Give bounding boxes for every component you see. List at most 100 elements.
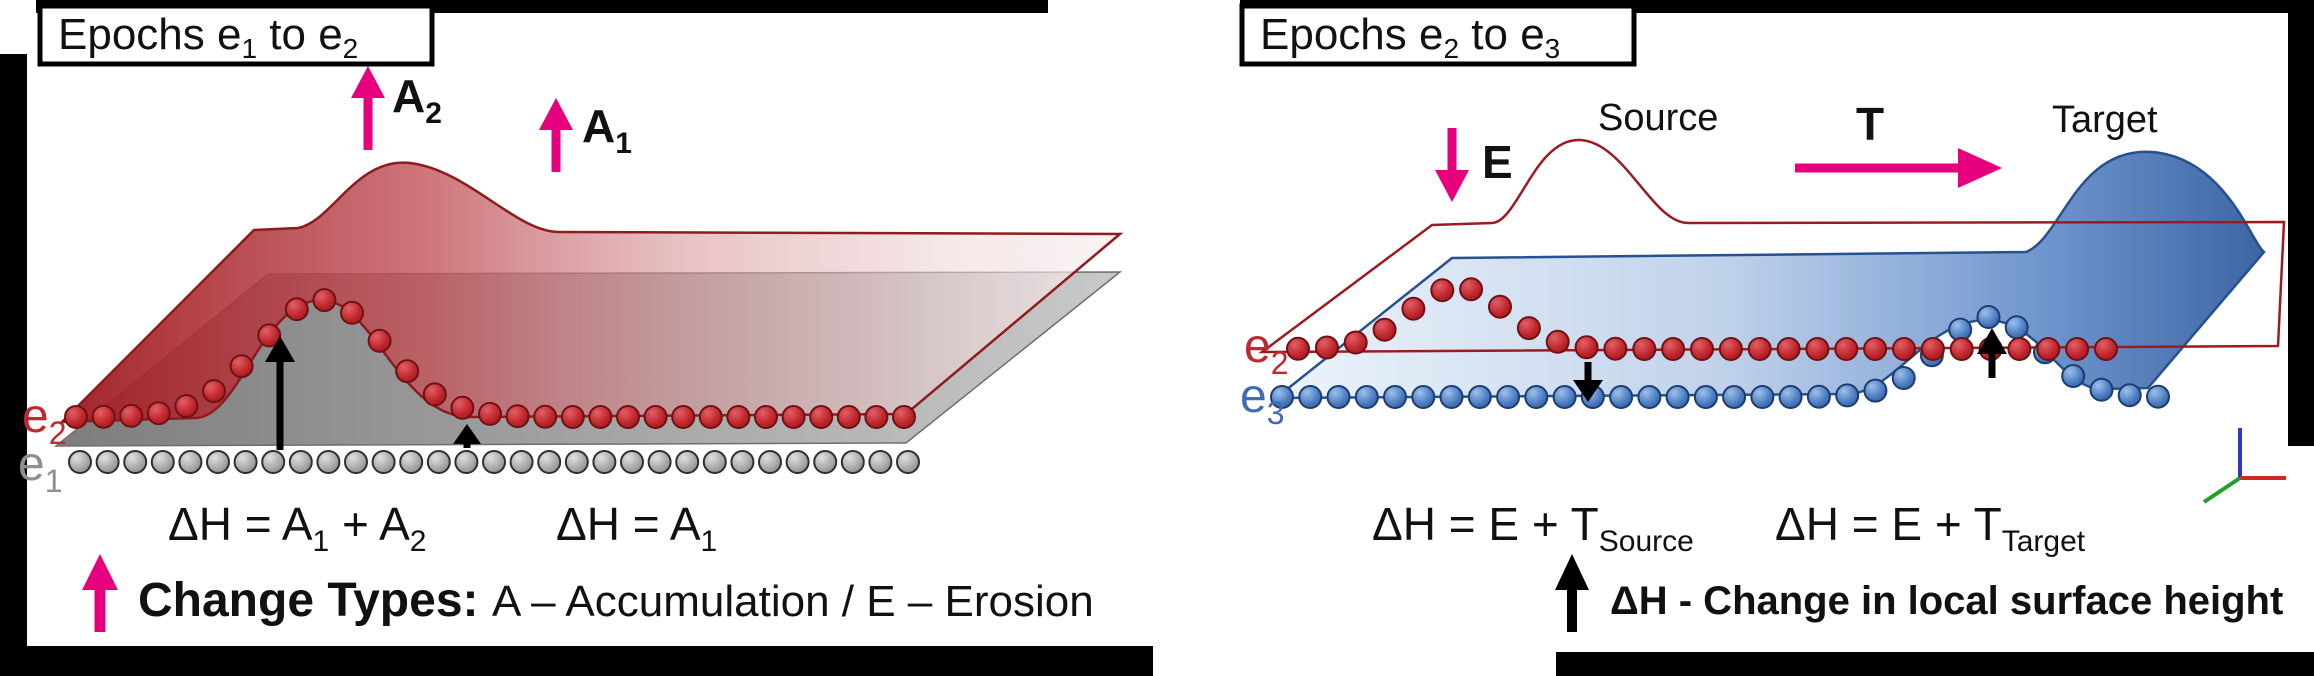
surface-point — [1976, 305, 2001, 329]
legend-change-types-text: A – Accumulation / E – Erosion — [492, 577, 1094, 626]
surface-point — [450, 395, 475, 420]
surface-point — [1806, 384, 1831, 409]
e2-point-row-left — [64, 288, 916, 429]
surface-point — [340, 300, 364, 325]
erosion-label: E — [1482, 136, 1513, 188]
surface-point — [1776, 337, 1801, 361]
surface-point — [2089, 377, 2114, 402]
transport-arrow — [1795, 148, 2002, 188]
surface-point — [174, 394, 199, 419]
surface-point — [1411, 385, 1436, 409]
surface-point — [533, 404, 558, 429]
surface-point — [2061, 364, 2086, 388]
surface-point — [229, 354, 254, 379]
a2-label: A2 — [392, 70, 442, 130]
surface-point — [399, 450, 424, 474]
surface-point — [1949, 337, 1974, 361]
formula-dh-a1: ΔH = A1 — [556, 498, 717, 558]
surface-point — [620, 450, 644, 474]
surface-point — [588, 405, 613, 429]
surface-point — [64, 405, 88, 429]
surface-point — [564, 450, 589, 474]
surface-point — [123, 450, 148, 474]
surface-point — [1439, 385, 1464, 409]
surface-point — [1372, 317, 1397, 342]
surface-point — [1298, 385, 1323, 409]
surface-point — [426, 450, 451, 474]
surface-point — [316, 450, 341, 474]
surface-point — [671, 405, 696, 429]
surface-point — [1891, 366, 1916, 390]
surface-point — [1516, 316, 1541, 341]
surface-point — [1693, 385, 1718, 409]
surface-point — [233, 450, 258, 474]
surface-point — [726, 405, 751, 429]
frame-left-bar — [0, 54, 27, 646]
title-box-right: Epochs e2 to e3 — [1239, 3, 1637, 67]
panel-right-title: Epochs e2 to e3 — [1260, 10, 1560, 64]
surface-point — [1574, 335, 1599, 360]
surface-point — [1750, 385, 1775, 409]
panel-epochs-e2-e3: E T Source Target e2 e3 ΔH = E + TSource… — [1240, 97, 2286, 558]
surface-point — [95, 450, 120, 474]
surface-point — [2036, 337, 2061, 361]
dh-arrow-flat — [453, 424, 481, 448]
surface-point — [675, 450, 700, 474]
surface-point — [896, 450, 920, 474]
surface-point — [1665, 385, 1690, 409]
surface-point — [257, 323, 282, 348]
surface-point — [1778, 385, 1803, 409]
e2-point-row-right — [1286, 277, 2118, 361]
surface-point — [1401, 296, 1426, 321]
formula-dh-target: ΔH = E + TTarget — [1775, 498, 2086, 558]
e1-point-row — [68, 450, 920, 474]
orientation-axes-icon — [2202, 428, 2286, 504]
surface-point — [1718, 337, 1743, 361]
surface-point — [1430, 278, 1455, 303]
surface-point — [785, 450, 810, 474]
formula-dh-a1-a2: ΔH = A1 + A2 — [168, 498, 426, 558]
surface-point — [892, 405, 916, 429]
source-label: Source — [1598, 97, 1718, 139]
title-box-left: Epochs e1 to e2 — [37, 3, 435, 67]
e2-surface-outline — [1258, 138, 2286, 354]
e1-row-label: e1 — [18, 438, 63, 499]
surface-point — [478, 401, 502, 426]
surface-point — [1545, 329, 1570, 354]
surface-point — [1747, 337, 1772, 361]
surface-point — [202, 379, 226, 404]
legend-magenta-arrow-icon — [82, 554, 118, 632]
frame-bottom-left-bar — [0, 646, 1153, 676]
legend: Change Types: A – Accumulation / E – Ero… — [82, 554, 2283, 632]
surface-point — [367, 328, 392, 353]
surface-point — [1524, 385, 1549, 409]
surface-point — [1690, 337, 1714, 361]
surface-point — [371, 450, 396, 474]
surface-point — [730, 450, 755, 474]
panel-left-title: Epochs e1 to e2 — [58, 10, 358, 64]
surface-point — [68, 450, 92, 474]
dh-arrow-hill — [265, 336, 295, 450]
erosion-arrow — [1435, 128, 1469, 202]
surface-point — [813, 450, 838, 474]
surface-point — [1834, 337, 1859, 361]
surface-point — [1314, 335, 1339, 360]
surface-point — [781, 405, 806, 429]
accumulation-a2-arrow — [351, 66, 385, 150]
surface-point — [312, 288, 337, 313]
surface-point — [2146, 384, 2170, 409]
surface-point — [119, 403, 144, 428]
surface-point — [1892, 337, 1916, 361]
surface-point — [1354, 385, 1379, 409]
surface-point — [1609, 385, 1634, 409]
surface-point — [1496, 385, 1521, 409]
e3-point-row — [1270, 305, 2170, 409]
surface-point — [647, 450, 672, 474]
surface-point — [840, 450, 865, 474]
dh-arrow-erosion — [1573, 362, 1603, 402]
surface-point — [702, 450, 727, 474]
dh-arrow-target — [1977, 328, 2007, 378]
frame-bottom-right-bar — [1556, 652, 2314, 676]
e3-row-label: e3 — [1240, 370, 1285, 431]
